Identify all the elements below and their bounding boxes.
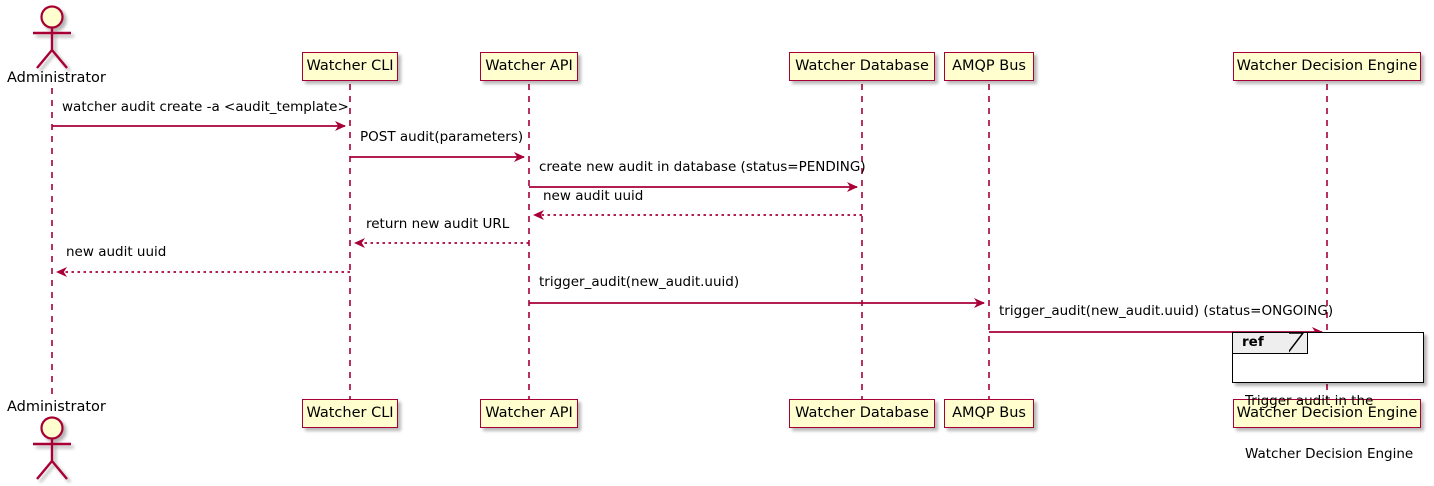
participant-box-amqp-bus-bottom[interactable]: AMQP Bus — [944, 399, 1034, 428]
message-label-2: POST audit(parameters) — [360, 129, 524, 145]
ref-fragment-line-1: Trigger audit in the — [1245, 392, 1374, 409]
participant-box-watcher-database-bottom[interactable]: Watcher Database — [789, 399, 935, 428]
participant-label: Watcher Database — [795, 405, 929, 422]
actor-figure-top — [33, 5, 71, 69]
actor-label-administrator-bottom: Administrator — [7, 399, 106, 415]
participant-label: Watcher API — [485, 58, 573, 75]
participant-box-watcher-database-top[interactable]: Watcher Database — [789, 52, 935, 81]
ref-tab-notch-icon — [1289, 333, 1304, 353]
message-label-8: trigger_audit(new_audit.uuid) (status=ON… — [999, 303, 1334, 319]
message-label-4: new audit uuid — [543, 188, 644, 204]
participant-label: Watcher CLI — [306, 405, 394, 422]
ref-fragment-tab-label: ref — [1242, 334, 1264, 351]
ref-fragment-text: Trigger audit in the Watcher Decision En… — [1245, 357, 1413, 486]
actor-label-administrator-top: Administrator — [7, 70, 106, 86]
participant-label: AMQP Bus — [952, 58, 1026, 75]
message-label-3: create new audit in database (status=PEN… — [539, 159, 866, 175]
participant-box-watcher-api-top[interactable]: Watcher API — [480, 52, 578, 81]
ref-fragment-line-2: Watcher Decision Engine — [1245, 446, 1414, 463]
participant-box-watcher-decision-engine-bottom[interactable]: Watcher Decision Engine — [1233, 399, 1421, 428]
message-label-5: return new audit URL — [366, 216, 510, 232]
participant-label: Watcher API — [485, 405, 573, 422]
message-label-7: trigger_audit(new_audit.uuid) — [539, 274, 740, 290]
participant-box-watcher-decision-engine-top[interactable]: Watcher Decision Engine — [1233, 52, 1421, 81]
participant-box-watcher-cli-bottom[interactable]: Watcher CLI — [302, 399, 398, 428]
participant-box-amqp-bus-top[interactable]: AMQP Bus — [944, 52, 1034, 81]
message-arrows — [52, 121, 1323, 337]
ref-fragment-box[interactable]: ref Trigger audit in the Watcher Decisio… — [1232, 332, 1424, 462]
participant-label: Watcher Decision Engine — [1236, 405, 1418, 422]
participant-box-watcher-api-bottom[interactable]: Watcher API — [480, 399, 578, 428]
participant-label: AMQP Bus — [952, 405, 1026, 422]
participant-label: Watcher CLI — [306, 58, 394, 75]
message-label-1: watcher audit create -a <audit_template> — [62, 99, 349, 115]
lifelines — [51, 84, 1328, 399]
participant-box-watcher-cli-top[interactable]: Watcher CLI — [302, 52, 398, 81]
actor-figure-bottom — [33, 416, 71, 480]
participant-label: Watcher Database — [795, 58, 929, 75]
message-label-6: new audit uuid — [66, 244, 167, 260]
participant-label: Watcher Decision Engine — [1236, 58, 1418, 75]
